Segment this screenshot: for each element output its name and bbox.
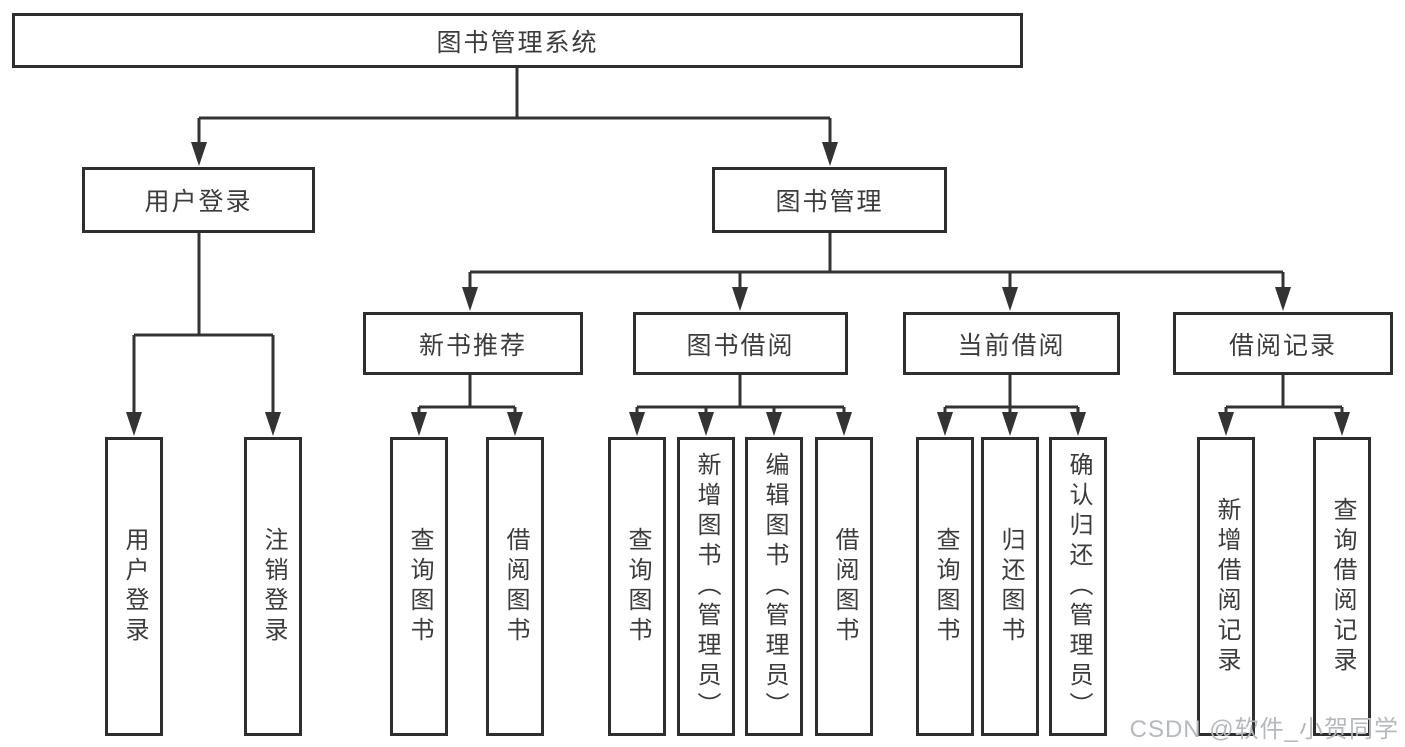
node-borrow-records: 借阅记录 bbox=[1173, 312, 1393, 375]
leaf-cb-confirm-return-admin-label: 确认归还（管理员） bbox=[1065, 451, 1092, 722]
leaf-bb-borrow-book: 借阅图书 bbox=[815, 437, 873, 736]
node-book-management-label: 图书管理 bbox=[775, 188, 884, 216]
arrowhead-icon bbox=[1334, 412, 1350, 436]
leaf-bb-query-book-label: 查询图书 bbox=[624, 526, 651, 647]
node-book-borrow: 图书借阅 bbox=[633, 312, 848, 375]
arrowhead-icon bbox=[411, 412, 427, 436]
arrowhead-icon bbox=[1002, 412, 1018, 436]
leaf-nb-query-book-label: 查询图书 bbox=[406, 526, 433, 647]
connector-lines bbox=[132, 68, 1344, 414]
arrowhead-icon bbox=[766, 412, 782, 436]
leaf-bb-add-book-admin-label: 新增图书（管理员） bbox=[693, 451, 720, 722]
arrowhead-icon bbox=[822, 142, 838, 166]
arrowhead-icon bbox=[1275, 287, 1291, 311]
csdn-watermark: CSDN @软件_小贺同学 bbox=[1129, 716, 1399, 743]
leaf-nb-borrow-book: 借阅图书 bbox=[486, 437, 544, 736]
arrowhead-icon bbox=[1218, 412, 1234, 436]
arrowhead-icon bbox=[937, 412, 953, 436]
leaf-br-query-record: 查询借阅记录 bbox=[1313, 437, 1371, 736]
arrowhead-icon bbox=[698, 412, 714, 436]
leaf-logout: 注销登录 bbox=[244, 437, 302, 736]
leaf-bb-add-book-admin: 新增图书（管理员） bbox=[677, 437, 735, 736]
leaf-bb-query-book: 查询图书 bbox=[608, 437, 666, 736]
leaf-cb-return-book: 归还图书 bbox=[981, 437, 1039, 736]
arrowhead-icon bbox=[836, 412, 852, 436]
leaf-nb-borrow-book-label: 借阅图书 bbox=[502, 526, 529, 647]
arrowhead-icon bbox=[507, 412, 523, 436]
arrowhead-icon bbox=[732, 287, 748, 311]
leaf-user-login-label: 用户登录 bbox=[121, 526, 148, 647]
leaf-user-login: 用户登录 bbox=[105, 437, 163, 736]
leaf-br-add-record: 新增借阅记录 bbox=[1197, 437, 1255, 736]
arrowhead-icon bbox=[265, 412, 281, 436]
node-root: 图书管理系统 bbox=[12, 13, 1023, 68]
leaf-cb-query-book-label: 查询图书 bbox=[932, 526, 959, 647]
leaf-bb-edit-book-admin-label: 编辑图书（管理员） bbox=[761, 451, 788, 722]
leaf-bb-edit-book-admin: 编辑图书（管理员） bbox=[745, 437, 803, 736]
node-book-management: 图书管理 bbox=[712, 167, 947, 233]
leaf-cb-return-book-label: 归还图书 bbox=[997, 526, 1024, 647]
leaf-cb-confirm-return-admin: 确认归还（管理员） bbox=[1049, 437, 1107, 736]
leaf-bb-borrow-book-label: 借阅图书 bbox=[831, 526, 858, 647]
arrowhead-icon bbox=[126, 412, 142, 436]
arrowhead-icon bbox=[629, 412, 645, 436]
node-book-borrow-label: 图书借阅 bbox=[686, 331, 795, 360]
node-new-book-recommend-label: 新书推荐 bbox=[418, 331, 527, 360]
leaf-br-query-record-label: 查询借阅记录 bbox=[1329, 496, 1356, 677]
arrowhead-icons bbox=[126, 142, 1350, 436]
arrowhead-icon bbox=[1002, 287, 1018, 311]
node-current-borrow: 当前借阅 bbox=[903, 312, 1120, 375]
node-root-label: 图书管理系统 bbox=[436, 28, 599, 57]
leaf-cb-query-book: 查询图书 bbox=[916, 437, 974, 736]
node-current-borrow-label: 当前借阅 bbox=[957, 331, 1066, 360]
arrowhead-icon bbox=[191, 142, 207, 166]
leaf-br-add-record-label: 新增借阅记录 bbox=[1213, 496, 1240, 677]
node-borrow-records-label: 借阅记录 bbox=[1228, 331, 1337, 360]
arrowhead-icon bbox=[1070, 412, 1086, 436]
leaf-logout-label: 注销登录 bbox=[260, 526, 287, 647]
node-new-book-recommend: 新书推荐 bbox=[363, 312, 583, 375]
node-user-login-label: 用户登录 bbox=[144, 188, 253, 216]
arrowhead-icon bbox=[462, 287, 478, 311]
node-user-login: 用户登录 bbox=[82, 167, 315, 233]
leaf-nb-query-book: 查询图书 bbox=[390, 437, 448, 736]
